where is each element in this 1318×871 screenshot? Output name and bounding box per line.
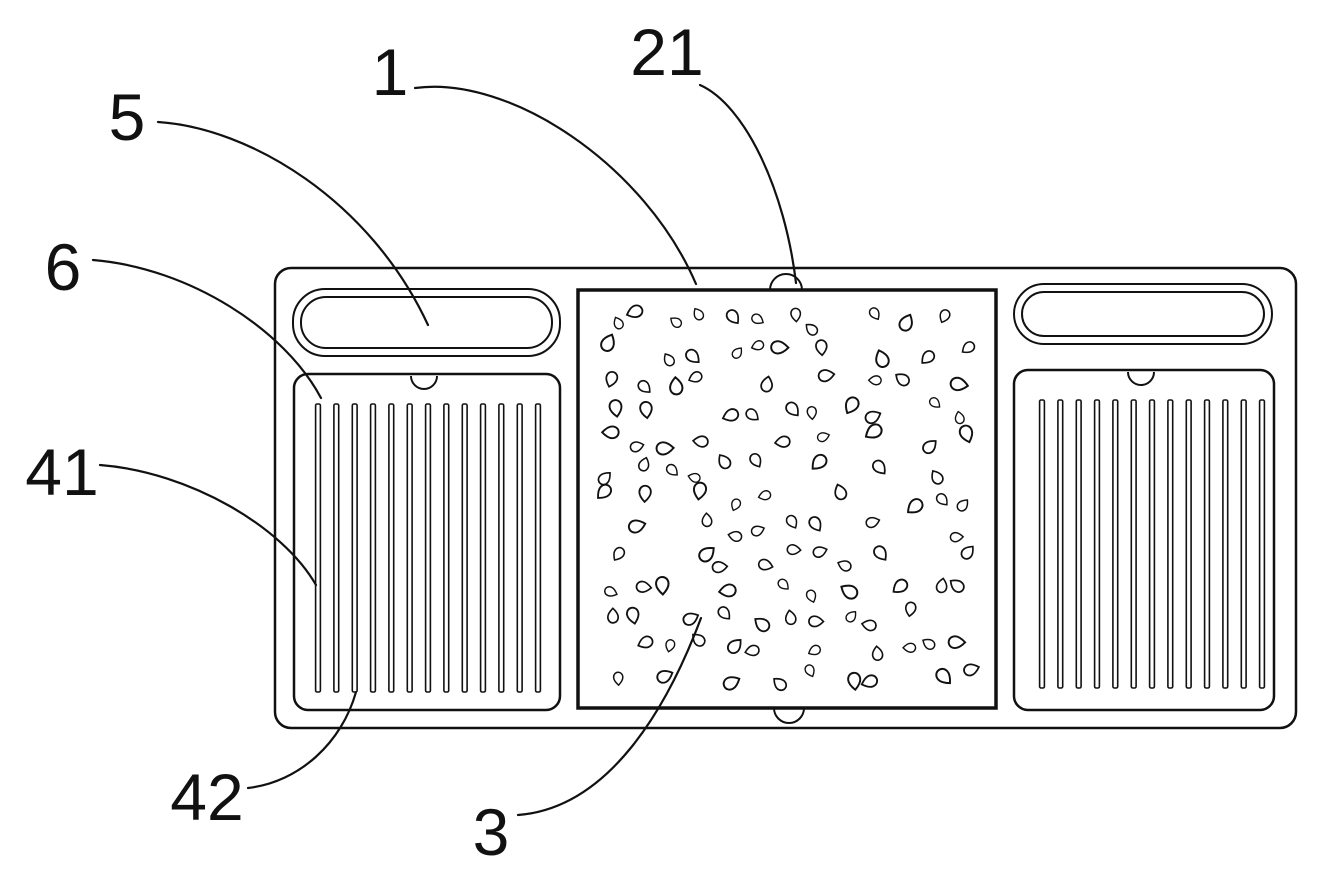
leader-line-41 — [98, 463, 318, 587]
top-notch — [769, 273, 803, 291]
label-6: 6 — [45, 230, 82, 304]
label-3: 3 — [473, 795, 510, 869]
center-perforated-panel — [576, 273, 998, 724]
right-vent-slot — [1013, 283, 1273, 345]
left-vent-slot-outer — [292, 288, 561, 357]
leader-line-5 — [156, 120, 430, 327]
pebble-field — [592, 302, 982, 694]
bottom-notch — [773, 707, 805, 724]
right-grille-panel — [1012, 368, 1276, 712]
leader-line-42 — [246, 690, 358, 790]
left-vent-slot-inner — [300, 296, 553, 349]
label-21: 21 — [630, 15, 703, 89]
leader-line-1 — [413, 85, 698, 286]
right-grille-tab — [1127, 371, 1155, 386]
label-41: 41 — [25, 435, 98, 509]
leader-lines — [91, 83, 798, 817]
left-grille-bars — [314, 403, 542, 693]
left-grille-frame — [292, 372, 562, 712]
right-grille-bars — [1038, 399, 1266, 689]
center-panel-frame — [576, 288, 998, 710]
left-vent-slot — [292, 288, 561, 357]
label-42: 42 — [170, 760, 243, 834]
leader-line-3 — [516, 616, 703, 817]
reference-labels: 5 1 21 6 41 42 3 — [25, 15, 703, 869]
left-grille-panel — [292, 372, 562, 712]
right-vent-slot-outer — [1013, 283, 1273, 345]
label-1: 1 — [372, 35, 409, 109]
left-grille-tab — [410, 375, 438, 390]
device-body — [273, 266, 1298, 730]
right-grille-frame — [1012, 368, 1276, 712]
label-5: 5 — [109, 80, 146, 154]
leader-line-6 — [91, 258, 323, 400]
leader-line-21 — [698, 83, 798, 285]
right-vent-slot-inner — [1021, 291, 1265, 337]
